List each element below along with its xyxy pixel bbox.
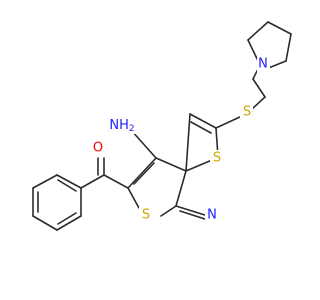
bond — [185, 113, 191, 172]
bond — [251, 96, 266, 110]
bond — [185, 159, 213, 172]
bond — [32, 174, 58, 189]
bond — [189, 113, 217, 129]
bond — [127, 157, 157, 189]
bond — [56, 215, 82, 231]
double-bond-inner — [57, 179, 77, 192]
thioether-sulfur-label: S — [243, 105, 251, 120]
amino-group-label: NH2 — [109, 118, 134, 135]
pyrrolidine-nitrogen-label: N — [258, 57, 268, 72]
bond — [247, 21, 269, 41]
bond — [252, 78, 266, 98]
ring-sulfur-top-label: S — [213, 151, 221, 166]
thiophene-sulfur-label: S — [142, 208, 150, 223]
bond — [32, 215, 58, 231]
amino-subscript: 2 — [129, 124, 135, 134]
carbonyl-group — [80, 157, 129, 189]
bond — [103, 174, 129, 189]
bond — [285, 33, 292, 62]
bond — [175, 170, 187, 207]
pyrrolidine-ring — [247, 21, 292, 70]
fused-ring-system — [127, 113, 219, 221]
bond — [127, 187, 140, 209]
bond — [80, 174, 105, 189]
double-bond-inner — [57, 212, 77, 225]
bond — [267, 21, 292, 35]
structure-drawing: O NH2 S S S N N — [32, 21, 292, 231]
phenyl-ring — [32, 174, 82, 231]
bond — [56, 174, 82, 189]
bond — [160, 205, 177, 217]
double-bond-inner — [179, 210, 209, 221]
molecule-diagram: O NH2 S S S N N — [32, 21, 292, 231]
ring-nitrogen-label: N — [207, 208, 217, 223]
bond — [130, 129, 157, 159]
double-bond-inner — [133, 162, 155, 185]
bond — [155, 157, 187, 172]
oxygen-atom-label: O — [93, 141, 103, 156]
double-bond-inner — [190, 121, 212, 134]
bond — [175, 205, 209, 217]
amino-label: NH — [109, 118, 129, 133]
atom-labels: O NH2 S S S N N — [91, 56, 270, 224]
bond — [215, 115, 243, 129]
